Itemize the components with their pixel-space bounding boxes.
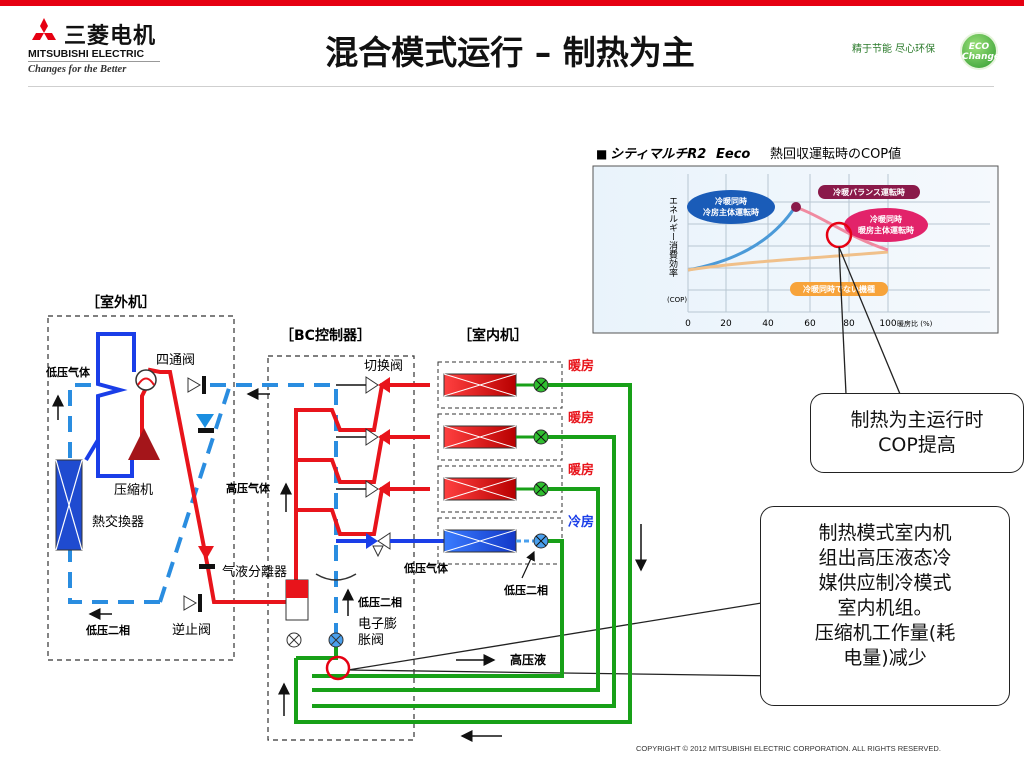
cop-ylabel: エネルギー消費効率 (COP) [667,196,687,304]
heat-exchanger-label: 熱交換器 [92,514,144,530]
bubble-heat-main-l2: 暖房主体運転時 [858,225,914,235]
four-way-valve [135,369,157,391]
cop-yunit: (COP) [667,296,687,304]
outdoor-unit-box [47,315,235,661]
cop-chart: ■ シティマルチR2 Eeco 熱回収運転時のCOP値 エネルギー消費効率 (C… [592,146,999,334]
logo-chinese: 三菱电机 [64,24,157,49]
cop-callout: 制热为主运行时 COP提高 [810,393,1024,473]
cop-chart-frame [592,165,999,334]
low-pressure-two-phase-indoor-label: 低压二相 [503,583,548,597]
cop-xlabel: 暖房比 (%) [897,319,933,328]
indoor-unit-label: ［室内机］ [458,327,528,344]
bubble-cool-main-l2: 冷房主体運転時 [703,207,759,217]
refrigerant-diagram: ［室外机］ ［BC控制器］ ［室内机］ [45,294,647,742]
check-valve-red-icon [198,546,214,560]
high-pressure-liquid-label: 高压液 [510,652,546,667]
mode-label-2: 暖房 [568,410,594,426]
mode-callout-line-1: 制热模式室内机 [818,522,952,544]
indoor-unit-1 [443,373,549,397]
indoor-unit-3 [443,477,549,501]
indoor-unit-2 [443,425,549,449]
four-way-valve-label: 四通阀 [156,353,195,368]
liquid-highlight-circle [325,655,351,681]
outdoor-unit-label: ［室外机］ [86,294,156,311]
mode-callout-line-5: 压缩机工作量(耗 [814,622,956,644]
cop-xtick: 40 [762,319,774,329]
cop-heading-product: シティマルチR2 [610,147,706,162]
logo-english: MITSUBISHI ELECTRIC [28,48,145,60]
cop-xtick: 20 [720,319,732,329]
gas-liquid-separator-label: 气液分離器 [222,564,287,580]
indoor-unit-4 [443,529,549,553]
bc-controller-label: ［BC控制器］ [280,327,371,344]
mode-callout-line-6: 电量)减少 [843,647,927,669]
cop-xtick: 60 [804,319,816,329]
mode-label-4: 冷房 [568,514,594,530]
bc-branch-curve [315,573,357,581]
bubble-balance-text: 冷暖バランス運転時 [833,187,905,197]
three-diamond-icon [32,18,56,40]
bubble-not-simultaneous [790,282,888,296]
heat-main-curve [794,205,889,252]
high-pressure-liquid-lines [294,383,632,724]
compressor-icon [128,428,160,460]
callout1-pointer-a [838,246,847,395]
bubble-cool-main-l1: 冷暖同時 [715,196,747,206]
electronic-expansion-valve-label-2: 胀阀 [358,633,384,648]
mode-label-3: 暖房 [568,462,594,478]
low-pressure-gas-pipes [84,332,136,478]
cop-heading-square: ■ [596,147,607,161]
eco-changes-logo: ECO Changes [960,32,1006,70]
low-pressure-gas-indoor-label: 低压气体 [403,561,449,575]
low-pressure-two-phase-bc-label: 低压二相 [357,595,402,609]
bc-controller-box [267,355,415,741]
check-valve-outlet-icon [183,595,197,611]
switch-valve-label: 切换阀 [364,359,403,374]
logo-tagline: Changes for the Better [28,64,127,75]
cop-ylabel-text: エネルギー消費効率 [667,196,678,278]
electronic-expansion-valve-label-1: 电子膨 [358,617,397,632]
low-pressure-two-phase-label: 低压二相 [85,623,130,637]
header-divider [28,86,994,87]
bubble-heat-main-l1: 冷暖同時 [870,214,902,224]
cop-heading-text: 熱回収運転時のCOP値 [770,146,901,162]
check-valve-icon [187,377,201,393]
page-title: 混合模式运行 – 制热为主 [325,33,695,72]
slogan: 精于节能 尽心环保 [852,44,936,55]
eco-badge-text: ECO Changes [962,42,1006,62]
bubble-heat-main [844,208,928,242]
balance-point [791,202,801,212]
high-pressure-gas-label: 高压气体 [226,481,271,495]
mode-callout-line-3: 媒供应制冷模式 [818,572,952,594]
cop-xtick: 100 [879,319,896,329]
check-valve-label: 逆止阀 [172,622,211,638]
cop-callout-line-1: 制热为主运行时 [850,409,984,431]
logo-divider [28,61,160,62]
copyright: COPYRIGHT © 2012 MITSUBISHI ELECTRIC COR… [636,744,941,753]
cop-heading-eco: Eeco [716,147,750,162]
cop-xtick: 0 [685,319,691,329]
low-pressure-gas-label: 低压气体 [45,365,91,379]
top-accent-bar [0,0,1024,6]
bubble-not-simultaneous-text: 冷暖同時でない機種 [803,284,875,294]
mode-callout-line-4: 室内机组。 [837,597,933,619]
bubble-balance [818,185,920,199]
check-valve-blue-icon [196,414,214,428]
four-way-valve-inner [137,377,155,386]
mode-callout-line-2: 组出高压液态冷 [818,547,952,569]
cop-callout-line-2: COP提高 [878,434,956,456]
mode-callout: 制热模式室内机 组出高压液态冷 媒供应制冷模式 室内机组。 压缩机工作量(耗 电… [760,506,1010,706]
mitsubishi-logo: 三菱电机 MITSUBISHI ELECTRIC Changes for the… [28,18,168,80]
non-simultaneous-curve [687,250,889,272]
cop-xtick: 80 [843,319,855,329]
mode-label-1: 暖房 [568,358,594,374]
callout1-pointer-b [838,246,901,395]
compressor-label: 压縮机 [114,482,153,498]
bubble-cool-main [687,190,775,224]
cop-xticks: 0 20 40 60 80 100 [685,319,897,329]
